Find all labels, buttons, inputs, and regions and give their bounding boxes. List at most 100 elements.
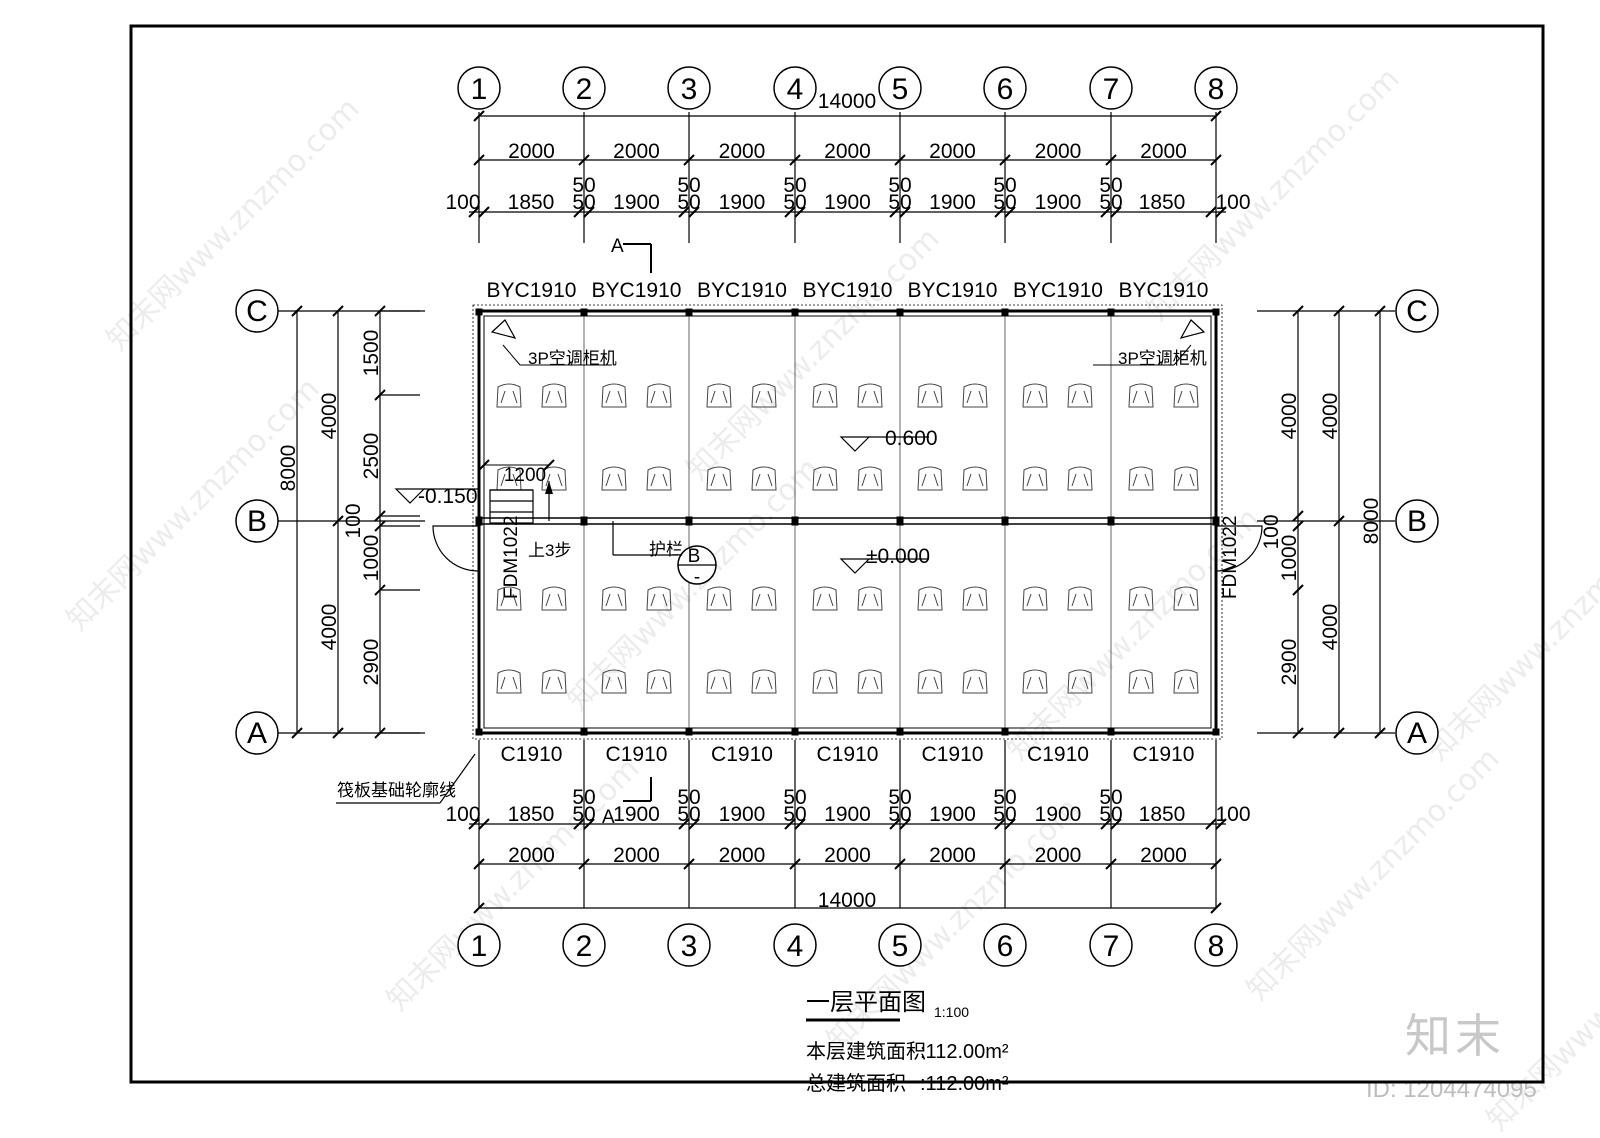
dimension-tick	[1205, 818, 1217, 830]
door-right-swing	[1216, 525, 1263, 572]
chair	[1022, 383, 1048, 408]
chair-back	[966, 390, 984, 404]
chair	[601, 466, 627, 491]
dimension-tick	[332, 305, 344, 317]
dimension-tick	[994, 206, 1006, 218]
chair-back	[605, 390, 623, 404]
chair-back	[650, 473, 668, 487]
grid-label-right: B	[1407, 505, 1427, 538]
detail-dimension-top-joint: 50	[677, 191, 700, 214]
column-post	[1212, 516, 1220, 526]
door-right-label: FDM1022	[1220, 516, 1241, 599]
chair-back	[650, 593, 668, 607]
dimension-tick	[678, 206, 690, 218]
elevation-upper: 0.600	[885, 427, 938, 450]
chair	[857, 466, 883, 491]
dimension-tick	[583, 206, 595, 218]
dimension-tick	[688, 206, 700, 218]
right-detail-dimension: 4000	[1278, 393, 1301, 440]
detail-dimension-bottom-joint: 50	[783, 803, 806, 826]
grid-label-top: 3	[681, 73, 698, 106]
chair-seat	[857, 669, 883, 694]
grid-label-bottom: 5	[892, 930, 909, 963]
chair-seat	[646, 383, 672, 408]
chair-back	[1071, 473, 1089, 487]
dimension-tick	[478, 459, 490, 471]
chair-seat	[917, 586, 943, 611]
chair-back	[605, 593, 623, 607]
grid-label-top: 4	[787, 73, 804, 106]
dimension-tick	[1374, 305, 1386, 317]
chair-back	[861, 593, 879, 607]
dimension-tick	[468, 206, 480, 218]
grid-bubble-top	[983, 66, 1027, 110]
chair-back	[1132, 473, 1150, 487]
chair	[601, 586, 627, 611]
grid-label-bottom: 1	[471, 930, 488, 963]
exterior-wall	[477, 309, 1218, 735]
chair-back	[755, 593, 773, 607]
chair-seat	[812, 466, 838, 491]
dimension-tick	[473, 110, 485, 122]
chair-seat	[1022, 383, 1048, 408]
bay-dimension-top: 2000	[929, 140, 976, 163]
dimension-tick	[1333, 727, 1345, 739]
ac-leader-left	[502, 344, 521, 366]
chair-back	[1026, 473, 1044, 487]
detail-dimension-bottom-joint: 50	[572, 786, 595, 809]
chair	[917, 466, 943, 491]
grid-label-top: 7	[1103, 73, 1120, 106]
detail-dimension-top-joint: 50	[572, 174, 595, 197]
chair-back	[650, 390, 668, 404]
grid-bubble-bottom	[1089, 923, 1133, 967]
chair-back	[545, 473, 563, 487]
column-post	[685, 728, 693, 736]
chair-back	[1026, 593, 1044, 607]
column-post	[1212, 308, 1220, 316]
chair-back	[500, 473, 518, 487]
chair-back	[861, 390, 879, 404]
grid-bubble-bottom	[878, 923, 922, 967]
chair	[706, 586, 732, 611]
chair	[857, 383, 883, 408]
column-post	[1001, 516, 1009, 526]
chair-seat	[751, 669, 777, 694]
chair	[1173, 669, 1199, 694]
dimension-tick	[994, 818, 1006, 830]
chair-seat	[812, 586, 838, 611]
chair-seat	[646, 466, 672, 491]
chair-seat	[496, 586, 522, 611]
grid-label-bottom: 7	[1103, 930, 1120, 963]
grid-label-bottom: 2	[576, 930, 593, 963]
dimension-tick	[473, 154, 485, 166]
chair-back	[710, 390, 728, 404]
chair-back	[755, 676, 773, 690]
chair	[706, 669, 732, 694]
column-post	[475, 308, 483, 316]
stair-block	[489, 489, 534, 524]
column-post	[1107, 728, 1115, 736]
chair	[496, 586, 522, 611]
chair	[1173, 383, 1199, 408]
chair	[812, 466, 838, 491]
dimension-tick	[1205, 206, 1217, 218]
chair	[917, 586, 943, 611]
grid-bubble-bottom	[773, 923, 817, 967]
left-detail-dimension: 2900	[360, 639, 383, 686]
dimension-tick	[789, 858, 801, 870]
dimension-tick	[899, 818, 911, 830]
chair-back	[500, 593, 518, 607]
chair-back	[605, 676, 623, 690]
grid-bubble-bottom	[1194, 923, 1238, 967]
dimension-tick	[894, 858, 906, 870]
chair	[706, 383, 732, 408]
chair-back	[605, 473, 623, 487]
dimension-tick	[789, 154, 801, 166]
chair-seat	[1128, 669, 1154, 694]
door-left-swing	[432, 525, 479, 572]
chair-back	[545, 390, 563, 404]
grid-label-top: 8	[1208, 73, 1225, 106]
bay-dimension-bottom: 2000	[1140, 844, 1187, 867]
chair	[751, 586, 777, 611]
bay-dimension-top: 2000	[1140, 140, 1187, 163]
